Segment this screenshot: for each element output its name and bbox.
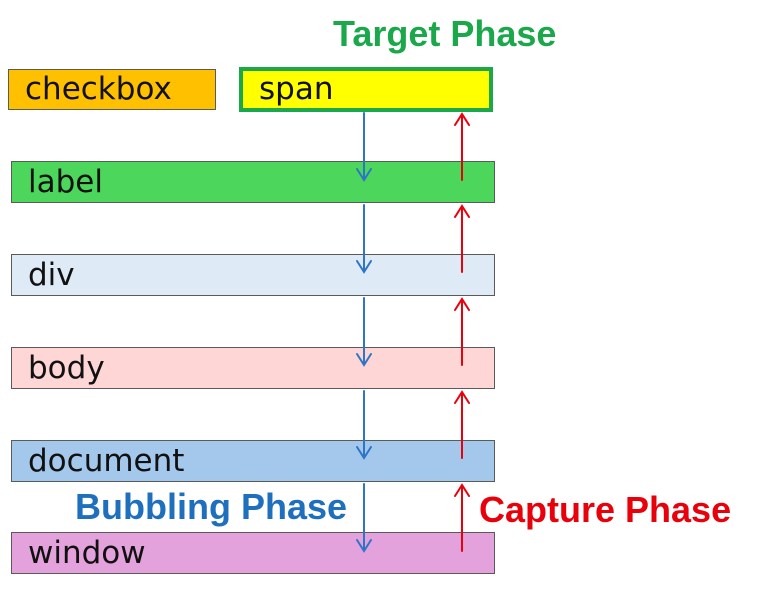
down-arrow-icon xyxy=(356,483,372,553)
bubbling-phase-label: Bubbling Phase xyxy=(75,486,348,527)
label-box-label: label xyxy=(28,163,103,200)
label-box: label xyxy=(11,161,495,203)
span-box-label: span xyxy=(259,71,334,107)
up-arrow-icon xyxy=(454,390,470,459)
down-arrow-icon xyxy=(356,390,372,460)
up-arrow-icon xyxy=(454,112,470,181)
up-arrow-icon xyxy=(454,204,470,273)
target-phase-label: Target Phase xyxy=(333,13,557,54)
up-arrow-icon xyxy=(454,297,470,366)
checkbox-box: checkbox xyxy=(8,69,216,110)
window-box-label: window xyxy=(28,534,146,571)
checkbox-box-label: checkbox xyxy=(25,71,172,107)
div-box-label: div xyxy=(28,256,75,293)
capture-phase-label: Capture Phase xyxy=(479,489,732,530)
bubbling-arrows xyxy=(356,112,372,553)
up-arrow-icon xyxy=(454,483,470,552)
document-box: document xyxy=(11,440,495,482)
down-arrow-icon xyxy=(356,204,372,274)
document-box-label: document xyxy=(28,442,185,479)
down-arrow-icon xyxy=(356,297,372,367)
capture-arrows xyxy=(454,112,470,552)
body-box-label: body xyxy=(28,349,105,386)
span-box: span xyxy=(239,67,493,112)
window-box: window xyxy=(11,532,495,574)
down-arrow-icon xyxy=(356,112,372,182)
body-box: body xyxy=(11,347,495,389)
div-box: div xyxy=(11,254,495,296)
